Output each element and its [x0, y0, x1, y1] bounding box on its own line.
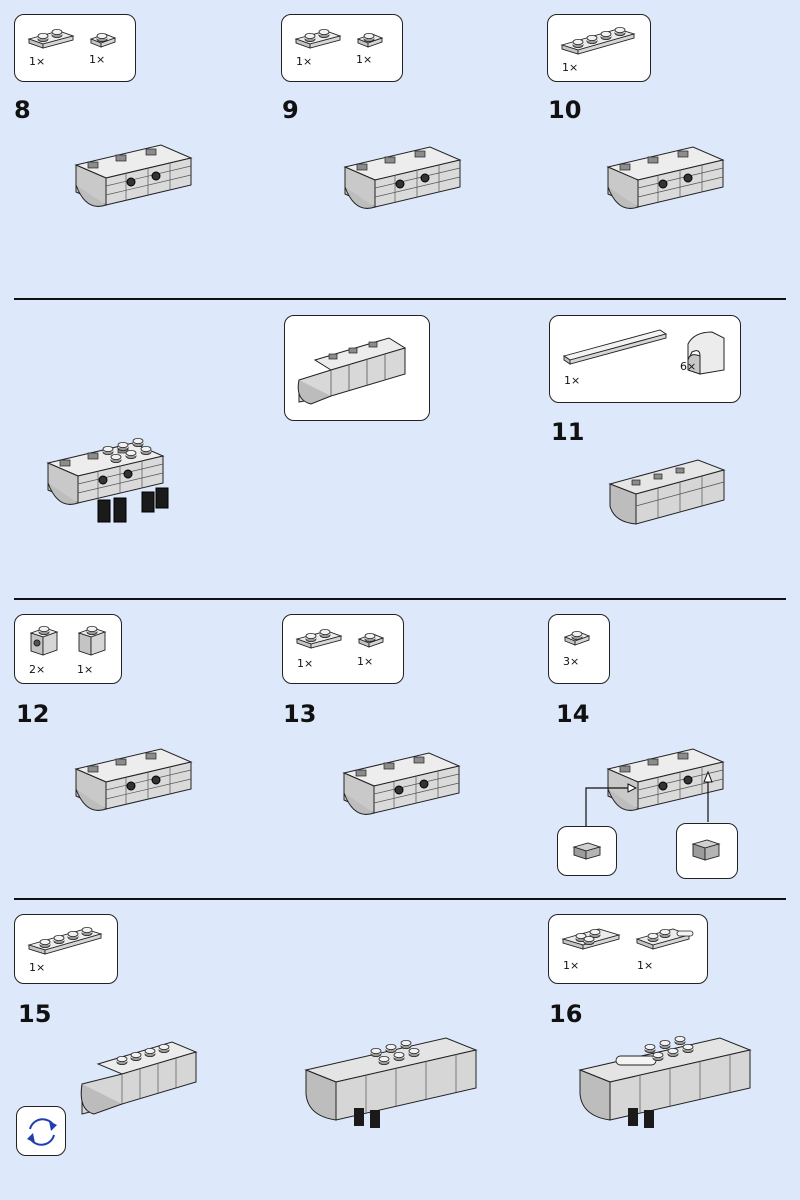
parts-callout-step-11: 1× 6×	[549, 315, 741, 403]
brick-1x1-part	[77, 625, 107, 656]
part-quantity: 1×	[297, 657, 314, 670]
model-assembly-step-12	[75, 748, 192, 811]
part-quantity: 6×	[680, 360, 697, 373]
model-preview-with-legs	[47, 437, 169, 523]
part-quantity: 3×	[563, 655, 580, 668]
parts-callout-step-13: 1× 1×	[282, 614, 404, 684]
part-quantity: 2×	[29, 663, 46, 676]
plate-1x1-part	[572, 842, 602, 860]
placement-arrows	[585, 770, 713, 826]
model-assembly-step-10	[607, 146, 724, 209]
step-number: 15	[18, 1000, 52, 1028]
tile-long-part	[562, 329, 668, 365]
parts-callout-step-14: 3×	[548, 614, 610, 684]
plate-1x4-part	[560, 26, 636, 55]
model-assembly-step-16	[578, 1035, 752, 1128]
part-quantity: 1×	[356, 53, 373, 66]
part-quantity: 1×	[89, 53, 106, 66]
parts-callout-step-9: 1× 1×	[281, 14, 403, 82]
plate-1x2-part	[357, 632, 385, 648]
placement-detail-left	[557, 826, 617, 876]
part-quantity: 1×	[29, 961, 46, 974]
brick-with-side-stud-part	[29, 625, 59, 656]
parts-callout-step-10: 1×	[547, 14, 651, 82]
part-quantity: 1×	[637, 959, 654, 972]
rotate-model-button[interactable]	[16, 1106, 66, 1156]
step-number: 16	[549, 1000, 583, 1028]
rotate-model-icon	[27, 1118, 57, 1146]
step-number: 8	[14, 96, 31, 124]
step-number: 10	[548, 96, 582, 124]
placement-detail-right	[676, 823, 738, 879]
row-divider	[14, 598, 786, 600]
model-assembly-step-11	[608, 459, 726, 525]
parts-callout-step-8: 1× 1×	[14, 14, 136, 82]
model-combined-preview	[304, 1037, 478, 1128]
plate-1x4-part	[27, 926, 103, 955]
parts-callout-step-12: 2× 1×	[14, 614, 122, 684]
plate-1x1-part	[691, 839, 721, 861]
step-number: 9	[282, 96, 299, 124]
plate-1x1-part	[563, 630, 591, 646]
plate-1x4-part	[296, 628, 342, 649]
curved-slope-part	[687, 331, 725, 375]
row-divider	[14, 298, 786, 300]
row-divider	[14, 898, 786, 900]
part-quantity: 1×	[77, 663, 94, 676]
step-number: 13	[283, 700, 317, 728]
part-quantity: 1×	[296, 55, 313, 68]
plate-1x2-part	[356, 32, 384, 48]
part-quantity: 1×	[29, 55, 46, 68]
parts-callout-step-16: 1× 1×	[548, 914, 708, 984]
model-assembly-step-13	[343, 752, 460, 815]
subassembly-callout	[284, 315, 430, 421]
part-quantity: 1×	[562, 61, 579, 74]
model-assembly-step-8	[75, 144, 192, 207]
plate-with-bar-part	[635, 928, 694, 950]
part-quantity: 1×	[563, 959, 580, 972]
step-number: 11	[551, 418, 585, 446]
part-quantity: 1×	[357, 655, 374, 668]
part-quantity: 1×	[564, 374, 581, 387]
step-number: 14	[556, 700, 590, 728]
subassembly-preview	[297, 337, 407, 405]
model-assembly-step-9	[344, 146, 461, 209]
step-number: 12	[16, 700, 50, 728]
plate-2x2-part	[561, 928, 621, 950]
parts-callout-step-15: 1×	[14, 914, 118, 984]
plate-1x2-part	[89, 32, 117, 48]
model-assembly-step-15	[80, 1041, 198, 1115]
